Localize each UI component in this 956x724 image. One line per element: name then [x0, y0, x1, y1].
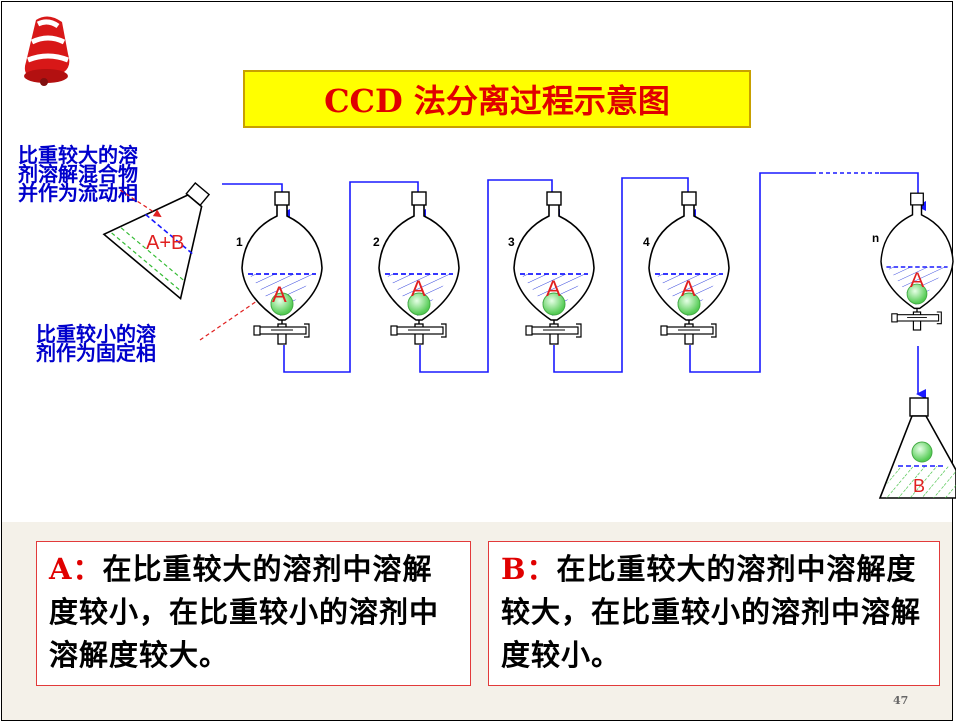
title-text: CCD 法分离过程示意图 [324, 82, 670, 120]
ccd-diagram: A+B 1 A 2 A 3 A [102, 172, 956, 499]
bell-icon [24, 16, 70, 86]
receiver-content: B [913, 476, 925, 496]
funnel-1: 1 A [236, 191, 323, 345]
explanation-b: B：在比重较大的溶剂中溶解度较大，在比重较小的溶剂中溶解度较小。 [488, 541, 940, 686]
funnel-number: n [872, 232, 879, 245]
funnel-number: 2 [373, 235, 380, 249]
receiver-flask: B [878, 397, 956, 499]
flask-mixture-label: A+B [146, 232, 184, 254]
funnel-number: 4 [643, 235, 650, 249]
funnel-content: A [910, 267, 925, 292]
funnel-n: n A [872, 192, 954, 331]
page-number: 47 [893, 694, 909, 707]
mobile-phase-label: 比重较大的溶 剂溶解混合物 并作为流动相 [18, 143, 138, 205]
explanation-a-key: A： [49, 552, 103, 586]
funnel-3: 3 A [508, 191, 595, 345]
explanation-b-key: B： [501, 552, 557, 586]
funnel-2: 2 A [373, 191, 460, 345]
stationary-phase-label: 比重较小的溶 剂作为固定相 [36, 322, 156, 365]
funnel-content: A [546, 276, 561, 301]
funnel-content: A [272, 282, 287, 307]
title-banner: CCD 法分离过程示意图 [243, 70, 751, 128]
funnel-content: A [411, 276, 426, 301]
explanation-b-text: 在比重较大的溶剂中溶解度较大，在比重较小的溶剂中溶解度较小。 [501, 552, 922, 672]
funnel-content: A [681, 276, 696, 301]
funnel-4: 4 A [643, 191, 730, 345]
funnel-number: 3 [508, 235, 515, 249]
mobile-phase-pointer [119, 189, 162, 218]
mobile-phase-flask [102, 182, 211, 301]
explanation-a: A：在比重较大的溶剂中溶解度较小，在比重较小的溶剂中溶解度较大。 [36, 541, 471, 686]
explanation-a-text: 在比重较大的溶剂中溶解度较小，在比重较小的溶剂中溶解度较大。 [49, 552, 440, 672]
funnel-number: 1 [236, 235, 243, 249]
